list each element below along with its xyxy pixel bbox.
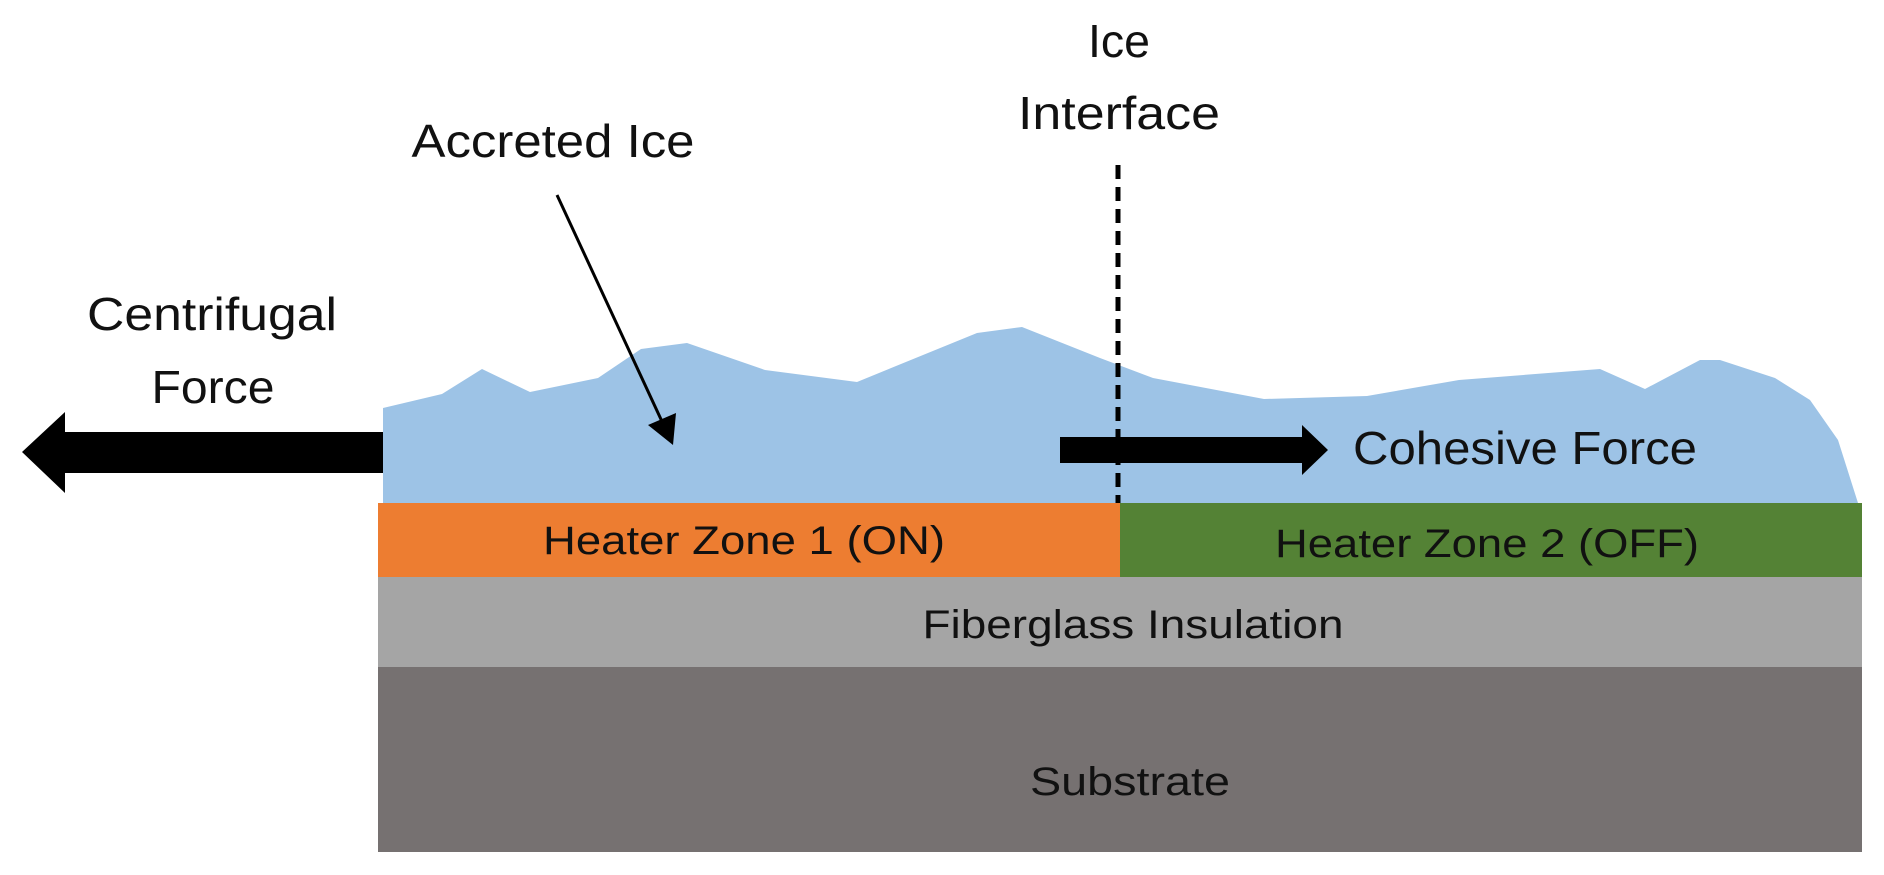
cohesive-force-label: Cohesive Force (1353, 422, 1697, 474)
heater-zone-1 (378, 503, 1120, 577)
ice-interface-label-line2: Interface (1018, 87, 1220, 139)
centrifugal-force-arrow-icon (22, 412, 383, 493)
heater-zone-2 (1120, 503, 1862, 577)
accreted-ice-pointer-line (555, 194, 667, 429)
accreted-ice-label: Accreted Ice (412, 115, 695, 167)
heater-zone-1-label: Heater Zone 1 (ON) (543, 519, 945, 563)
cohesive-force-arrow-icon (1060, 425, 1328, 475)
accreted-ice-pointer-arrowhead-icon (648, 413, 676, 445)
heater-zone-2-label: Heater Zone 2 (OFF) (1275, 522, 1699, 566)
fiberglass-layer (378, 577, 1862, 667)
substrate-layer (378, 667, 1862, 852)
centrifugal-force-label-line2: Force (152, 361, 275, 413)
ice-interface-label-line1: Ice (1088, 15, 1150, 67)
centrifugal-force-label-line1: Centrifugal (87, 288, 337, 340)
fiberglass-label: Fiberglass Insulation (923, 603, 1344, 647)
substrate-label: Substrate (1030, 760, 1230, 804)
